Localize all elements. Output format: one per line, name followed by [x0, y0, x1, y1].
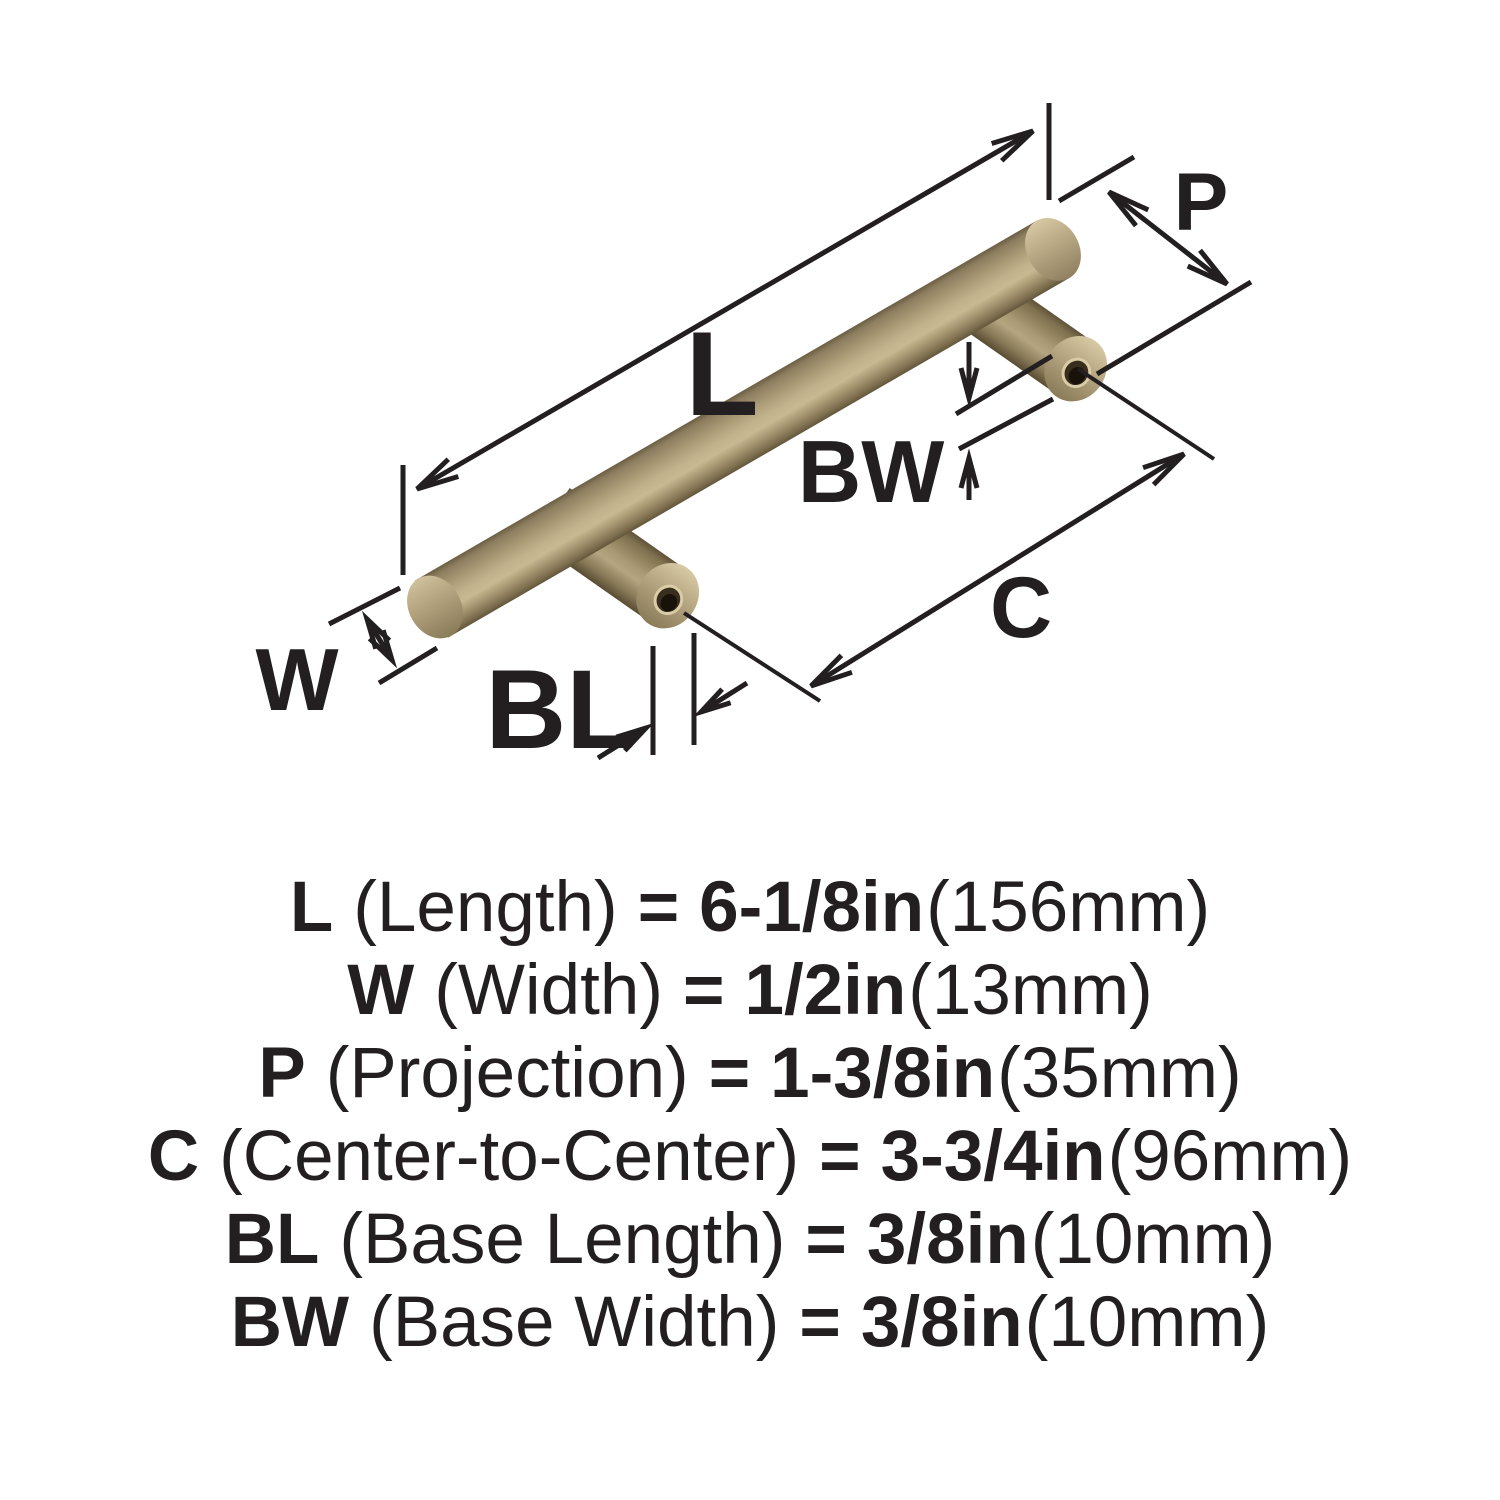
- spec-row-width: W (Width) = 1/2in (13mm): [347, 949, 1153, 1032]
- spec-value: 3-3/4in: [880, 1117, 1106, 1196]
- dimension-annotations: [327, 103, 1253, 761]
- spec-label: BW: [230, 1283, 350, 1362]
- spec-metric: (35mm): [997, 1034, 1242, 1113]
- extension-line: [1076, 367, 1216, 461]
- arrow-line: [692, 680, 749, 718]
- bar-left-end-face: [407, 575, 463, 639]
- spec-row-base-length: BL (Base Length) = 3/8in (10mm): [225, 1198, 1276, 1281]
- spec-equals: =: [682, 951, 725, 1030]
- dimension-line: [809, 451, 1186, 689]
- dimension-line: [415, 128, 1035, 492]
- bar-right-end-face: [1025, 217, 1081, 281]
- dimension-bl: [596, 633, 749, 761]
- spec-equals: =: [708, 1034, 751, 1113]
- spec-metric: (10mm): [1030, 1200, 1276, 1279]
- spec-row-length: L (Length) = 6-1/8in (156mm): [290, 866, 1210, 949]
- spec-label: C: [147, 1117, 200, 1196]
- spec-equals: =: [799, 1283, 841, 1362]
- spec-metric: (10mm): [1024, 1283, 1270, 1362]
- spec-row-projection: P (Projection) = 1-3/8in (35mm): [258, 1032, 1241, 1115]
- tick-mark: [954, 353, 1054, 417]
- arrow-line: [596, 722, 655, 761]
- spec-desc: (Width): [434, 951, 663, 1030]
- tick-mark: [377, 645, 439, 686]
- spec-desc: (Length): [353, 868, 618, 947]
- spec-equals: =: [637, 868, 680, 947]
- spec-label: P: [258, 1034, 306, 1113]
- dimension-label-w: W: [255, 630, 338, 729]
- tick-mark: [1057, 154, 1136, 204]
- spec-row-base-width: BW (Base Width) = 3/8in (10mm): [231, 1281, 1269, 1364]
- dimension-line: [361, 610, 398, 669]
- spec-label: L: [289, 868, 334, 947]
- dimension-p: [1057, 154, 1253, 377]
- left-post-screw-hole-inner: [660, 593, 678, 612]
- spec-metric: (156mm): [926, 868, 1211, 947]
- spec-value: 1-3/8in: [770, 1034, 996, 1113]
- dimension-label-c: C: [990, 560, 1052, 656]
- spec-row-center-to-center: C (Center-to-Center) = 3-3/4in (96mm): [148, 1115, 1352, 1198]
- dimension-label-bl: BL: [485, 647, 634, 772]
- spec-label: BL: [224, 1200, 320, 1279]
- tick-mark: [1095, 279, 1253, 377]
- spec-desc: (Projection): [325, 1034, 689, 1113]
- spec-value: 3/8in: [860, 1283, 1023, 1362]
- dimension-bw: [954, 342, 1055, 500]
- dimension-line: [1107, 189, 1229, 287]
- spec-equals: =: [805, 1200, 847, 1279]
- spec-value: 3/8in: [866, 1200, 1029, 1279]
- dimension-label-bw: BW: [798, 422, 945, 521]
- dimension-w: [327, 585, 439, 686]
- spec-desc: (Base Length): [339, 1200, 786, 1279]
- tick-mark: [327, 585, 402, 627]
- spec-label: W: [347, 951, 415, 1030]
- spec-value: 6-1/8in: [699, 868, 925, 947]
- spec-value: 1/2in: [744, 951, 907, 1030]
- spec-list: L (Length) = 6-1/8in (156mm) W (Width) =…: [0, 866, 1500, 1364]
- dimension-label-l: L: [685, 307, 758, 441]
- spec-desc: (Center-to-Center): [219, 1117, 800, 1196]
- tick-mark: [957, 396, 1055, 452]
- extension-line: [682, 611, 822, 703]
- spec-metric: (96mm): [1107, 1117, 1353, 1196]
- dimension-l: [400, 103, 1052, 575]
- spec-desc: (Base Width): [369, 1283, 780, 1362]
- dimension-label-p: P: [1174, 157, 1229, 248]
- spec-metric: (13mm): [908, 951, 1153, 1030]
- dimension-c: [682, 367, 1216, 703]
- spec-equals: =: [819, 1117, 861, 1196]
